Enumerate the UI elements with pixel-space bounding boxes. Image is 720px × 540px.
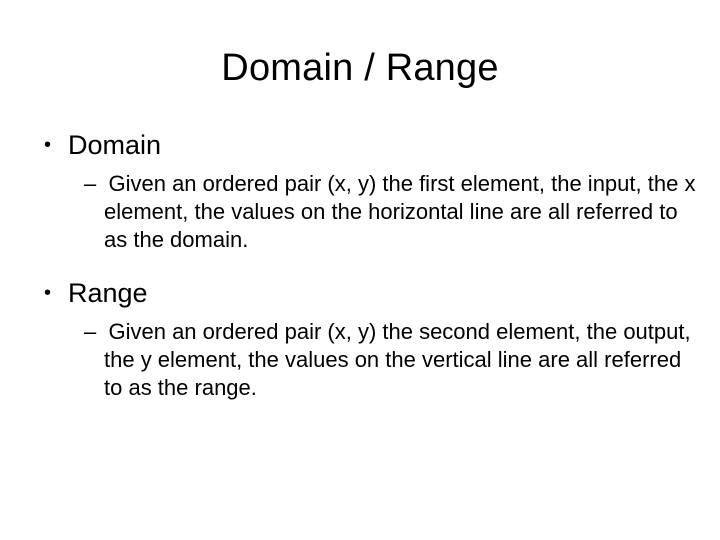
bullet-dot-icon: • bbox=[44, 134, 52, 156]
bullet-label-domain: Domain bbox=[68, 130, 162, 160]
sub-bullet-dash-icon: – bbox=[84, 319, 103, 344]
bullet-item-range: • Range bbox=[0, 276, 720, 310]
sub-bullet-item-domain: – Given an ordered pair (x, y) the first… bbox=[0, 170, 704, 254]
bullet-item-domain: • Domain bbox=[0, 128, 720, 162]
bullet-label-range: Range bbox=[68, 278, 148, 308]
slide-body: • Domain – Given an ordered pair (x, y) … bbox=[0, 128, 720, 402]
block-spacer bbox=[0, 254, 720, 276]
slide-title: Domain / Range bbox=[221, 47, 499, 89]
sub-bullet-text-domain: Given an ordered pair (x, y) the first e… bbox=[104, 171, 696, 252]
sub-bullet-item-range: – Given an ordered pair (x, y) the secon… bbox=[0, 318, 704, 402]
sub-bullet-dash-icon: – bbox=[84, 171, 103, 196]
bullet-dot-icon: • bbox=[44, 282, 52, 304]
sub-bullet-text-range: Given an ordered pair (x, y) the second … bbox=[104, 319, 691, 400]
